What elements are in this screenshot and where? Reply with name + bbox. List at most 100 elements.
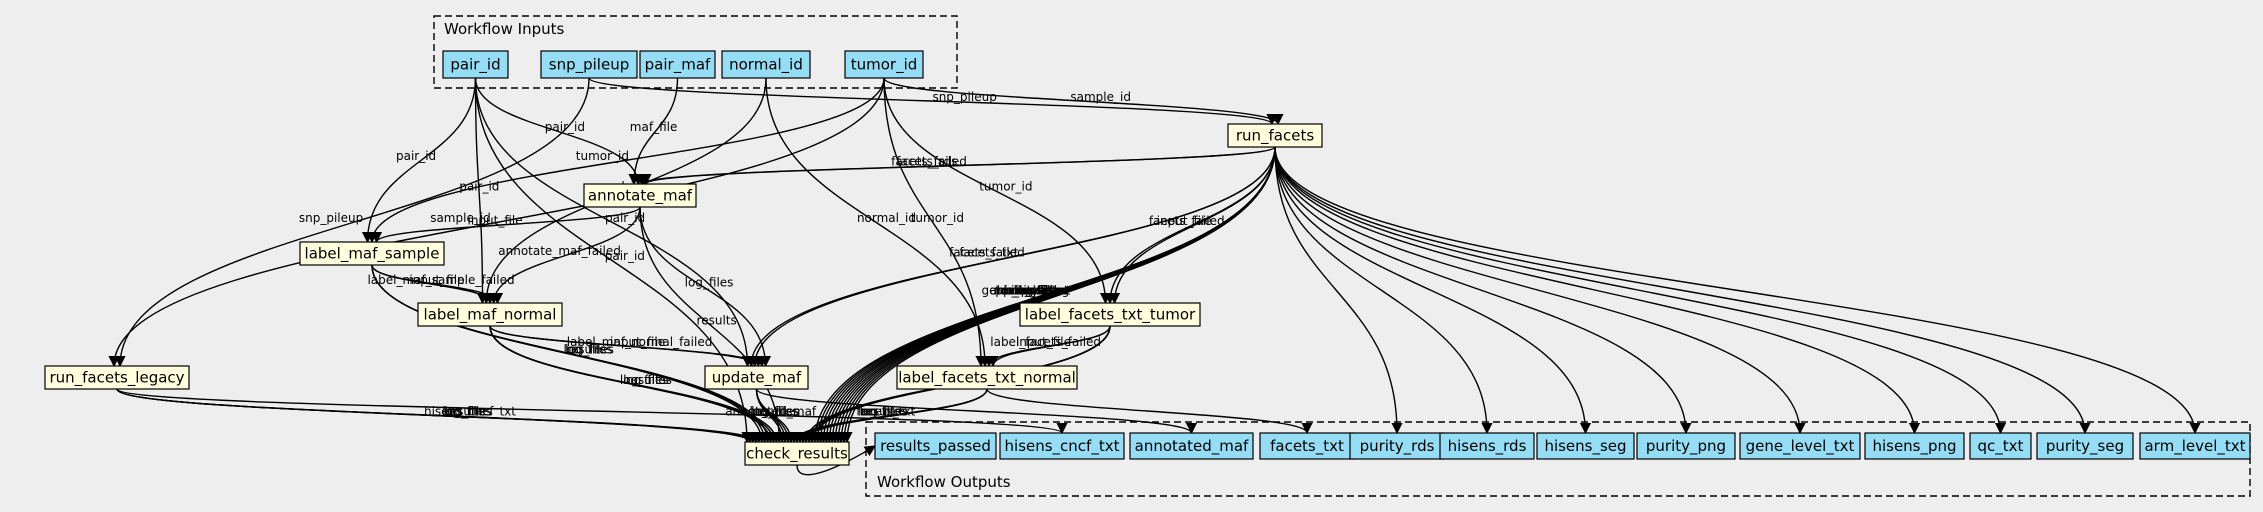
node-label-facets-txt-normal[interactable]: label_facets_txt_normal (896, 365, 1078, 390)
node-box (1259, 432, 1355, 460)
edge-label: snp_pileup (932, 90, 996, 104)
node-update-maf[interactable]: update_maf (704, 365, 809, 390)
edge-label: sample_id (1070, 90, 1131, 104)
edge-label: maf_file (630, 120, 678, 134)
edge-run_facets-to-purity_seg (1274, 146, 2091, 435)
node-label-maf-sample[interactable]: label_maf_sample (299, 241, 445, 266)
edge-update_maf-to-annotated_maf (755, 388, 1197, 435)
edge-label: results (752, 405, 792, 419)
node-hisens-cncf-txt[interactable]: hisens_cncf_txt (999, 432, 1125, 460)
node-label: label_maf_sample (305, 245, 440, 264)
edge-label: input_file (1016, 335, 1071, 349)
node-hisens-png[interactable]: hisens_png (1864, 432, 1965, 460)
clusters: Workflow Inputs Workflow Outputs (433, 15, 2251, 497)
node-tumor-id[interactable]: tumor_id (844, 50, 924, 79)
edge-run_facets-to-check_results (841, 146, 1276, 444)
edge-label: normal_id (857, 211, 916, 225)
edge-label: results (861, 405, 901, 419)
node-label: hisens_seg (1544, 437, 1626, 456)
edge-label: facets_failed (891, 155, 967, 169)
node-snp-pileup[interactable]: snp_pileup (540, 50, 638, 79)
edge-label: log_files (620, 373, 669, 387)
edge-run_facets-to-update_maf (749, 146, 1276, 368)
edge-label: tumor_id (576, 149, 629, 163)
edge-label: log_files (750, 405, 799, 419)
node-purity-png[interactable]: purity_png (1636, 432, 1736, 460)
node-hisens-seg[interactable]: hisens_seg (1536, 432, 1635, 460)
node-box (44, 365, 190, 390)
node-label: annotate_maf (588, 187, 693, 206)
node-box (1227, 123, 1323, 148)
node-run-facets-legacy[interactable]: run_facets_legacy (44, 365, 190, 390)
edge-label: pair_id (545, 120, 585, 134)
edge-snp_pileup-to-run_facets_legacy (114, 77, 590, 368)
node-box (2139, 432, 2251, 460)
node-pair-maf[interactable]: pair_maf (639, 50, 716, 79)
edge-label: snp_pileup (299, 211, 363, 225)
node-check-results[interactable]: check_results (744, 441, 850, 466)
edge-label: log_files (444, 405, 493, 419)
node-results-passed[interactable]: results_passed (874, 432, 997, 460)
node-label: tumor_id (851, 56, 918, 75)
edge-label: sample_id (430, 211, 491, 225)
edge-label: facets_txt (856, 405, 915, 419)
node-box (442, 50, 509, 79)
edge-label: annotate_maf_failed (498, 244, 621, 258)
node-label: snp_pileup (549, 56, 629, 75)
edge-label: tumor_id (911, 211, 964, 225)
node-label: hisens_cncf_txt (1005, 437, 1120, 456)
edge-pair_id-to-label_maf_sample (361, 77, 477, 244)
edge-label: results (697, 314, 737, 328)
node-gene-level-txt[interactable]: gene_level_txt (1739, 432, 1861, 460)
edge-run_facets-to-gene_level_txt (1274, 146, 1806, 435)
node-purity-rds[interactable]: purity_rds (1349, 432, 1445, 460)
node-qc-txt[interactable]: qc_txt (1969, 432, 2032, 460)
edge-label: purity_rds (1003, 284, 1063, 298)
edge-label: log_files (564, 343, 613, 357)
edge-label: results (445, 405, 485, 419)
edge-label: input_file (467, 214, 522, 228)
edge-run_facets-to-hisens_png (1274, 146, 1921, 435)
node-annotate-maf[interactable]: annotate_maf (583, 183, 697, 208)
edge-label: label_maf_sample_failed (367, 273, 514, 287)
node-box (639, 50, 716, 79)
node-label: label_facets_txt_normal (898, 369, 1076, 388)
edge-label: annotated_maf (725, 405, 817, 419)
node-run-facets[interactable]: run_facets (1227, 123, 1323, 148)
node-box (1636, 432, 1736, 460)
node-label-maf-normal[interactable]: label_maf_normal (417, 302, 563, 327)
node-box (1864, 432, 1965, 460)
node-label: results_passed (880, 437, 991, 456)
node-label: gene_level_txt (1746, 437, 1855, 456)
node-pair-id[interactable]: pair_id (442, 50, 509, 79)
edge-label: facets_txt (959, 246, 1018, 260)
edge-label: qc_txt (1016, 284, 1053, 298)
node-annotated-maf[interactable]: annotated_maf (1129, 432, 1254, 460)
edge-label: results (566, 343, 606, 357)
node-box (874, 432, 997, 460)
node-facets-txt[interactable]: facets_txt (1259, 432, 1355, 460)
node-label-facets-txt-tumor[interactable]: label_facets_txt_tumor (1019, 302, 1201, 327)
edge-tumor_id-to-run_facets (883, 77, 1284, 126)
edge-check_results-to-results_passed (796, 445, 876, 476)
node-box (1536, 432, 1635, 460)
node-purity-seg[interactable]: purity_seg (2036, 432, 2134, 460)
edge-label_maf_normal-to-check_results (489, 325, 782, 444)
node-box (1439, 432, 1535, 460)
node-arm-level-txt[interactable]: arm_level_txt (2139, 432, 2251, 460)
edge-pair_id-to-label_maf_normal (474, 77, 489, 305)
edge-label_maf_sample-to-label_maf_normal (371, 264, 504, 305)
node-normal-id[interactable]: normal_id (721, 50, 811, 79)
node-label: normal_id (729, 56, 803, 75)
edge-tumor_id-to-label_facets_txt_normal (883, 77, 987, 368)
node-hisens-rds[interactable]: hisens_rds (1439, 432, 1535, 460)
edge-label: log_files (685, 276, 734, 290)
edge-label: label_facets_failed (990, 335, 1101, 349)
edge-label: log_files (565, 343, 614, 357)
edge-label: results (1011, 284, 1051, 298)
edge-label: pair_id (605, 249, 645, 263)
node-label: pair_maf (645, 56, 711, 75)
node-label: run_facets_legacy (49, 369, 184, 388)
